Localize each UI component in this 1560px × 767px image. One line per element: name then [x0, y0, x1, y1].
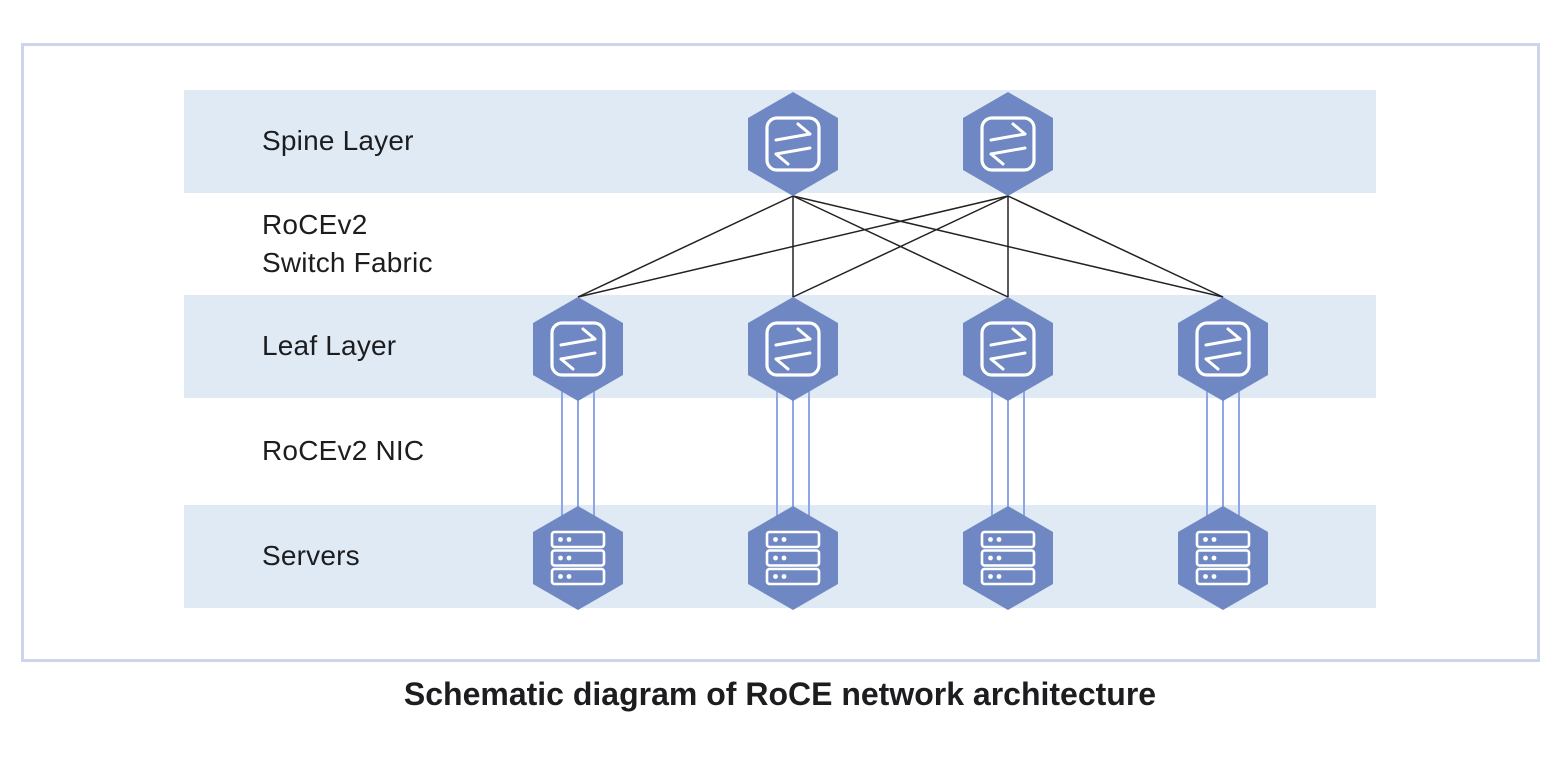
layer-label-nic: RoCEv2 NIC [262, 435, 425, 467]
layer-label-leaf: Leaf Layer [262, 330, 397, 362]
layer-row-servers: Servers [184, 505, 1376, 608]
layer-row-nic: RoCEv2 NIC [184, 398, 1376, 505]
layer-label-spine: Spine Layer [262, 125, 414, 157]
diagram-caption: Schematic diagram of RoCE network archit… [403, 676, 1157, 712]
layer-label-switch-fabric: RoCEv2 Switch Fabric [262, 208, 433, 278]
diagram-box: Spine Layer RoCEv2 Switch Fabric Leaf La… [21, 43, 1540, 662]
layer-row-switch-fabric: RoCEv2 Switch Fabric [184, 193, 1376, 295]
layer-row-leaf: Leaf Layer [184, 295, 1376, 398]
layer-label-servers: Servers [262, 540, 360, 572]
layer-row-spine: Spine Layer [184, 90, 1376, 193]
